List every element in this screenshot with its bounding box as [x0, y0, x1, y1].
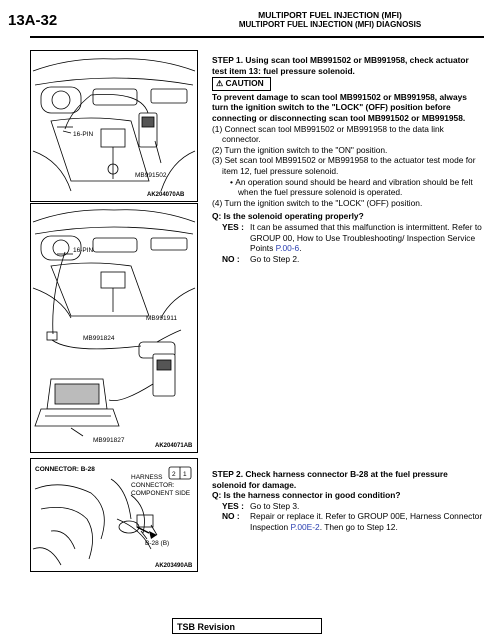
fig2-label-mb991911: MB991911: [146, 315, 177, 322]
step1-item-1: (1) Connect scan tool MB991502 or MB9919…: [212, 123, 444, 145]
step2-heading: STEP 2. Check harness connector B-28 at …: [212, 469, 448, 490]
step1-bullet: • An operation sound should be heard and…: [230, 176, 473, 198]
page-header: MULTIPORT FUEL INJECTION (MFI) MULTIPORT…: [180, 10, 480, 30]
fig3-connector-label: B-28 (B): [145, 540, 169, 547]
step2-no-text: Repair or replace it. Refer to GROUP 00E…: [250, 511, 484, 532]
page-number: 13A-32: [8, 12, 58, 29]
fig2-pin-label: 16-PIN: [73, 247, 94, 254]
step1-yes-key: YES :: [222, 221, 244, 232]
step1-yes-body: It can be assumed that this malfunction …: [250, 221, 482, 254]
step1-no-text: Go to Step 2.: [250, 253, 300, 264]
step1-no-row: NO : Go to Step 2.: [212, 254, 484, 265]
step2-no-key: NO :: [222, 511, 240, 522]
step2-no-end: . Then go to Step 12.: [319, 521, 398, 532]
link-p00e-2[interactable]: P.00E-2: [290, 521, 320, 532]
step1-item-4: (4) Turn the ignition switch to the "LOC…: [212, 197, 423, 208]
link-p00-6[interactable]: P.00-6: [275, 243, 300, 254]
fig2-code: AK204071AB: [155, 443, 193, 449]
step2-yes-key: YES :: [222, 500, 244, 511]
step1-question: Q: Is the solenoid operating properly?: [212, 211, 364, 222]
header-subtitle: MULTIPORT FUEL INJECTION (MFI) DIAGNOSIS: [238, 20, 422, 29]
fig1-pin-label: 16-PIN: [73, 131, 94, 138]
step1-yes-row: YES : It can be assumed that this malfun…: [212, 222, 484, 254]
step2-section: STEP 2. Check harness connector B-28 at …: [212, 469, 484, 533]
figure-dashboard-scan-tool: 16-PIN MB991502 AK204070AB: [30, 50, 198, 202]
fig2-label-mb991827: MB991827: [93, 437, 125, 444]
fig3-harness-line2: CONNECTOR:: [131, 482, 175, 489]
caution-label: CAUTION: [225, 78, 264, 89]
header-title: MULTIPORT FUEL INJECTION (MFI): [258, 10, 402, 20]
fig2-label-mb991824: MB991824: [83, 335, 115, 342]
fig1-code: AK204070AB: [147, 192, 185, 198]
fig3-pin-1: 1: [183, 471, 187, 478]
step1-item-3: (3) Set scan tool MB991502 or MB991958 t…: [212, 155, 476, 176]
step2-yes-row: YES : Go to Step 3.: [212, 501, 484, 512]
fig3-pin-2: 2: [172, 471, 176, 478]
warning-icon: ⚠: [216, 79, 224, 89]
step2-no-row: NO : Repair or replace it. Refer to GROU…: [212, 511, 484, 532]
step1-bullet-text: An operation sound should be heard and v…: [235, 176, 473, 198]
step1-no-key: NO :: [222, 253, 240, 264]
fig3-code: AK203490AB: [155, 563, 193, 569]
fig1-tool-label: MB991502: [135, 172, 167, 179]
step1-yes-text: It can be assumed that this malfunction …: [250, 222, 484, 254]
fig3-harness-line1: HARNESS: [131, 474, 163, 481]
step1-section: STEP 1. Using scan tool MB991502 or MB99…: [212, 55, 484, 264]
step2-no-body: Repair or replace it. Refer to GROUP 00E…: [250, 511, 483, 532]
fig3-harness-line3: COMPONENT SIDE: [131, 490, 191, 497]
step1-heading: STEP 1. Using scan tool MB991502 or MB99…: [212, 55, 469, 76]
step1-yes-end: .: [299, 243, 302, 254]
figure-scan-tool-laptop: 16-PIN MB991911 MB991824 MB991827 AK2040…: [30, 203, 198, 453]
tsb-revision-box: TSB Revision: [172, 618, 322, 634]
step2-question: Q: Is the harness connector in good cond…: [212, 490, 401, 501]
step1-item-2: (2) Turn the ignition switch to the "ON"…: [212, 144, 388, 155]
caution-box: ⚠ CAUTION: [212, 77, 271, 91]
step2-yes-text: Go to Step 3.: [250, 500, 300, 511]
figure-connector-b28: CONNECTOR: B-28 HARNESS CONNECTOR: COMPO…: [30, 458, 198, 572]
fig3-title: CONNECTOR: B-28: [35, 466, 95, 473]
header-rule: [30, 36, 484, 38]
caution-text: To prevent damage to scan tool MB991502 …: [212, 91, 467, 123]
